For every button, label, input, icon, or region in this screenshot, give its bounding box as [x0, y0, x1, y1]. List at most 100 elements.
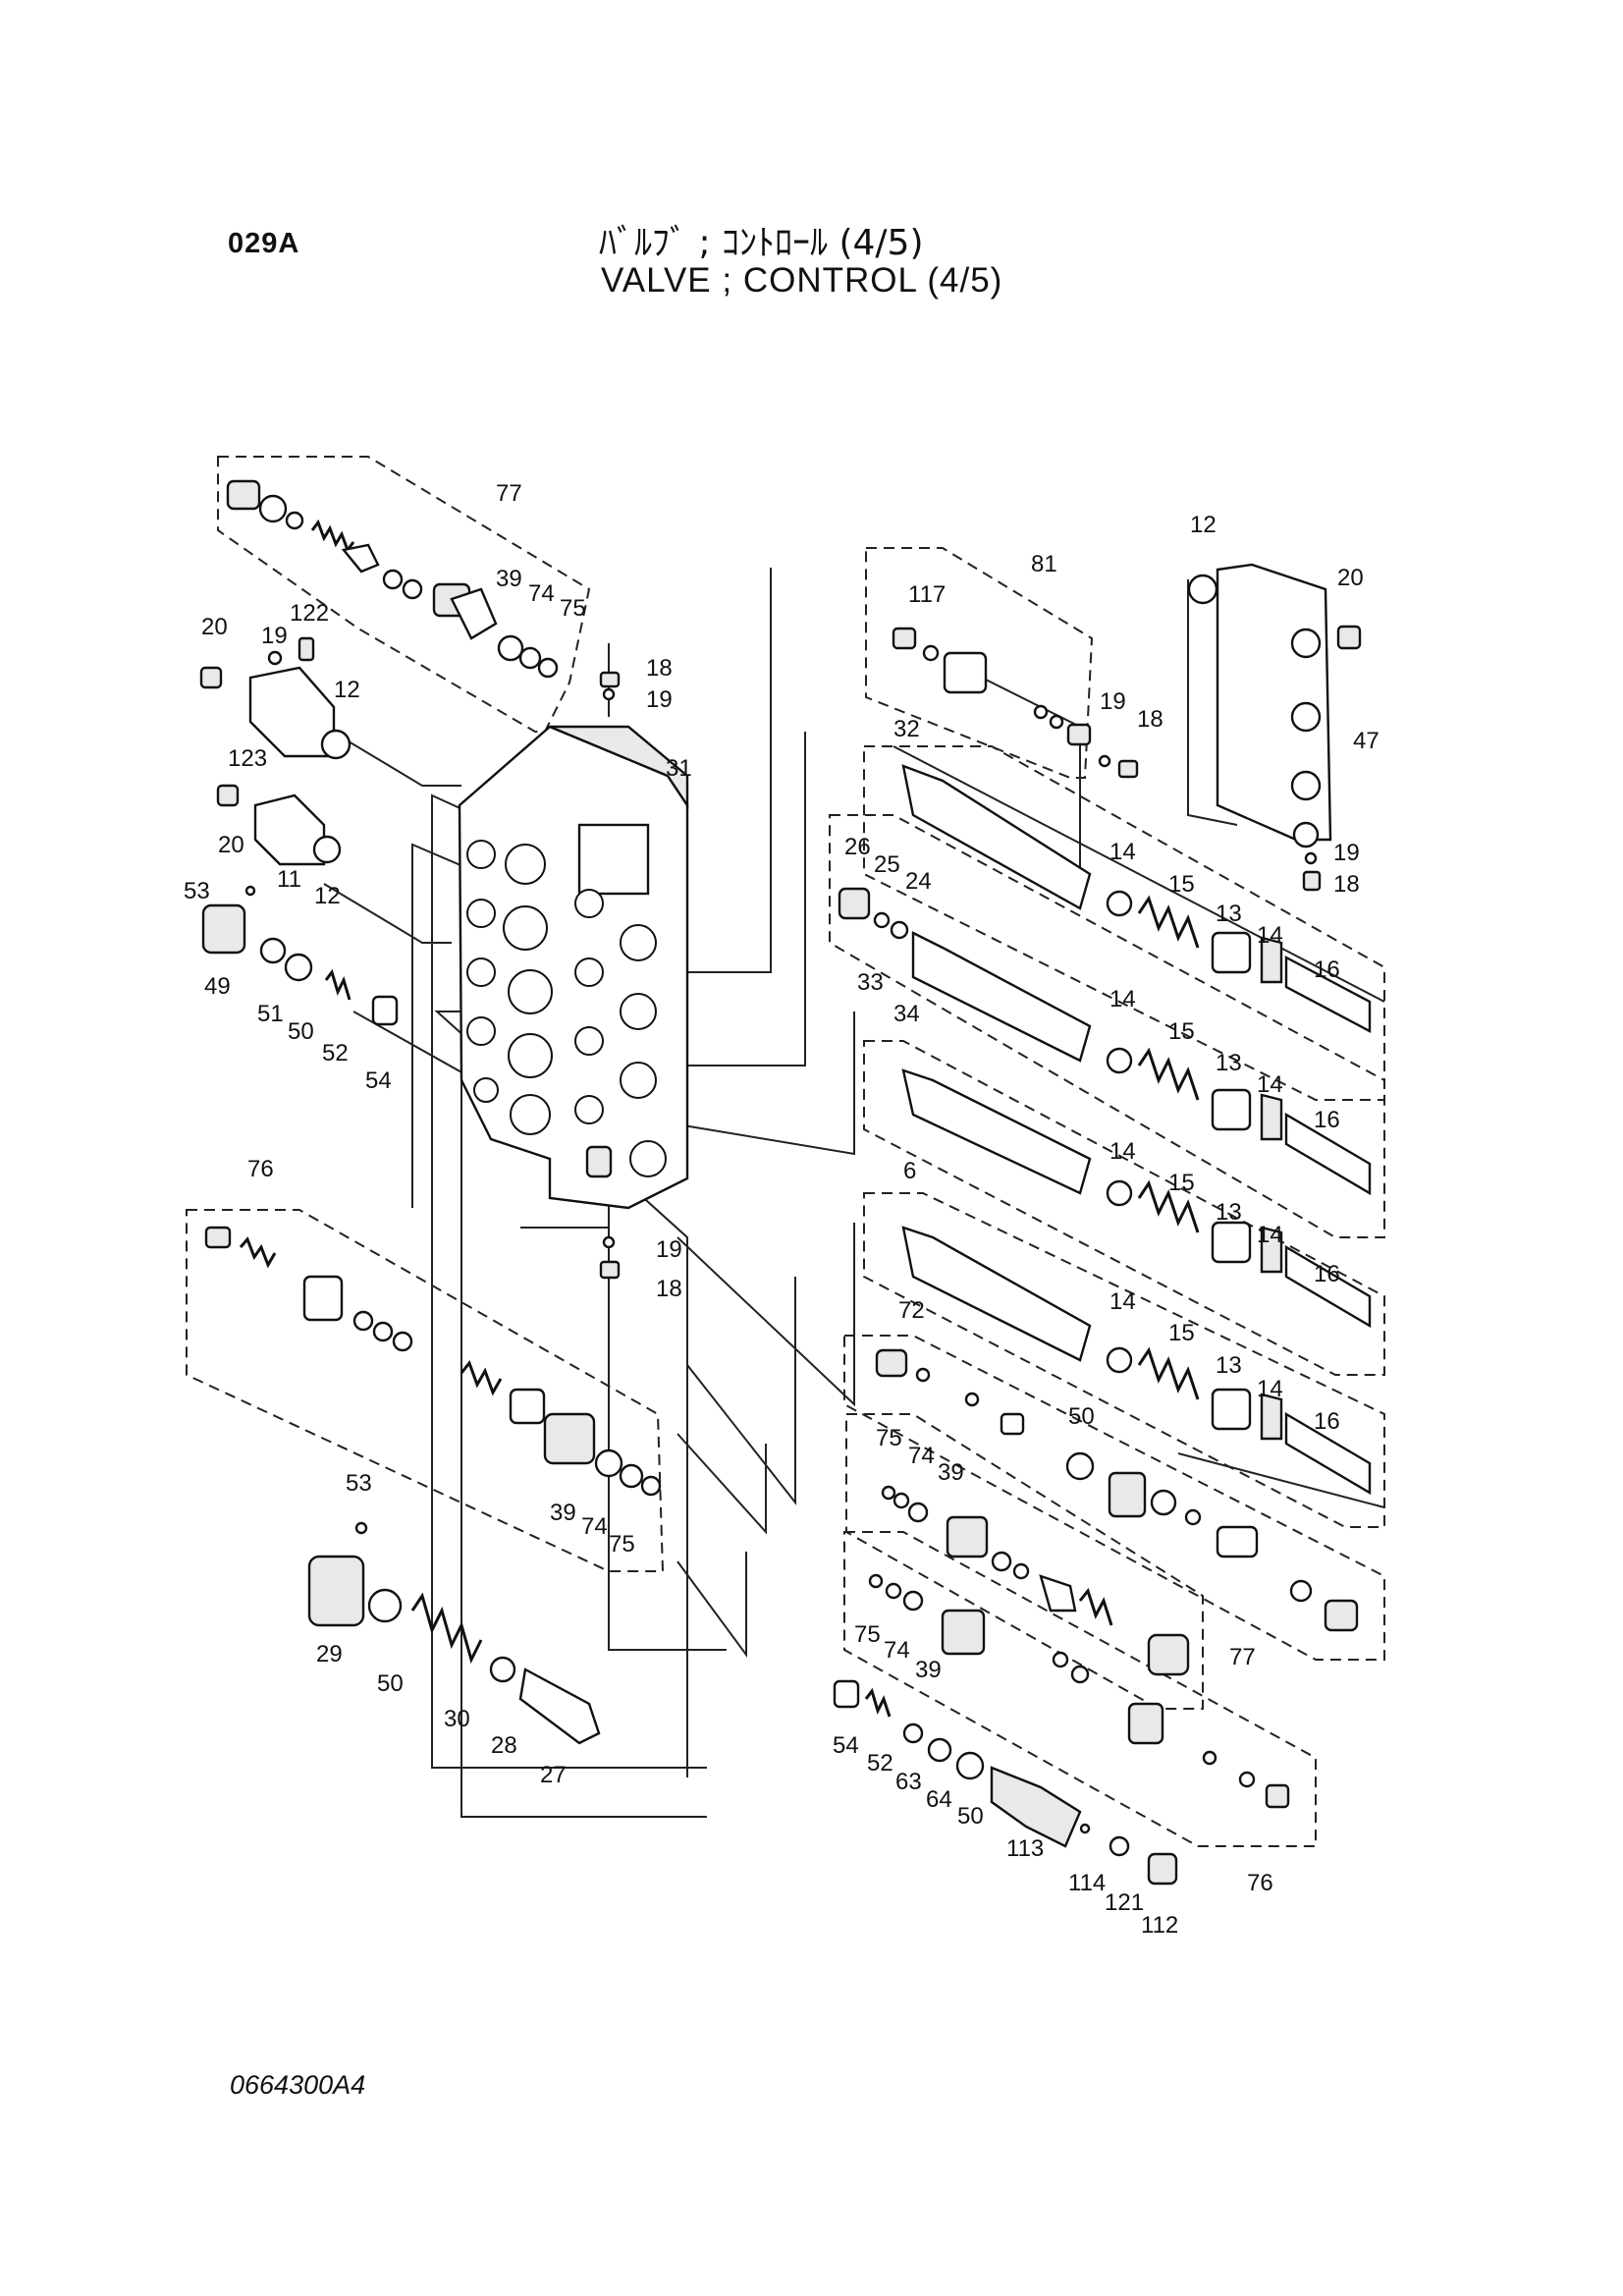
- callout-20-right: 20: [1337, 565, 1364, 591]
- callout-50-left: 50: [288, 1018, 314, 1045]
- callout-20-left-mid: 20: [218, 832, 244, 858]
- o-ring-50d: [955, 1751, 985, 1780]
- callout-64: 64: [926, 1786, 952, 1813]
- spool-row-34: [901, 1068, 1372, 1329]
- callout-15-row3: 15: [1168, 1170, 1195, 1196]
- callout-53-bottom: 53: [346, 1470, 372, 1497]
- ring-51: [259, 937, 287, 964]
- callout-63: 63: [895, 1769, 922, 1795]
- callout-15-row2: 15: [1168, 1018, 1195, 1045]
- group-box-33: [829, 814, 1385, 1238]
- o-ring-12b: [312, 835, 342, 864]
- ring-64: [927, 1737, 952, 1763]
- ring-28: [489, 1656, 516, 1683]
- callout-15-row4: 15: [1168, 1320, 1195, 1346]
- spool-row-33: [838, 887, 1372, 1196]
- group-81-parts: [892, 627, 1092, 746]
- main-valve-body: [458, 725, 689, 1210]
- fitting-left-body: [585, 1145, 613, 1178]
- callout-13-row4: 13: [1216, 1352, 1242, 1379]
- plug-54a: [371, 995, 399, 1026]
- group-box-34: [863, 1040, 1385, 1376]
- callout-113: 113: [1006, 1835, 1044, 1862]
- screw-122: [298, 636, 315, 662]
- callout-49: 49: [204, 973, 231, 1000]
- callout-52-left: 52: [322, 1040, 349, 1066]
- callout-121: 121: [1105, 1889, 1144, 1916]
- plug-18a: [599, 671, 621, 688]
- group-77-bottom-parts: [868, 1485, 1190, 1676]
- callout-14-row1b: 14: [1257, 922, 1283, 949]
- callout-74-top: 74: [528, 580, 555, 607]
- callout-11: 11: [277, 866, 301, 893]
- o-ring-19b: [602, 687, 616, 701]
- callout-76-left: 76: [247, 1156, 274, 1182]
- callout-50-right: 50: [1068, 1403, 1095, 1430]
- bolt-20c: [1336, 625, 1362, 650]
- spool-row-6: [901, 1226, 1372, 1496]
- callout-14-row3b: 14: [1257, 1222, 1283, 1248]
- callout-13-row3: 13: [1216, 1199, 1242, 1226]
- title-japanese: ﾊﾞﾙﾌﾞ ; ｺﾝﾄﾛｰﾙ (4/5): [599, 223, 924, 263]
- document-code: 0664300A4: [230, 2070, 366, 2100]
- callout-117: 117: [908, 581, 946, 608]
- callout-12-left-mid: 12: [314, 883, 341, 909]
- callout-14-row2a: 14: [1109, 986, 1136, 1012]
- callout-81: 81: [1031, 551, 1057, 577]
- callout-19-right: 19: [1333, 840, 1360, 866]
- group-76-bottom-parts: [833, 1651, 1290, 1886]
- callout-6: 6: [903, 1158, 916, 1184]
- callout-75-top: 75: [560, 595, 586, 622]
- callout-77-top: 77: [496, 480, 522, 507]
- callout-30: 30: [444, 1706, 470, 1732]
- callout-13-row1: 13: [1216, 901, 1242, 927]
- callout-16-row1: 16: [1314, 957, 1340, 983]
- callout-32: 32: [893, 716, 920, 742]
- plug-49: [201, 903, 246, 955]
- callout-24: 24: [905, 868, 932, 895]
- callout-14-row2b: 14: [1257, 1071, 1283, 1098]
- callout-19-bottom-mid: 19: [656, 1236, 682, 1263]
- o-ring-19d: [1304, 851, 1318, 865]
- callout-75-bottom: 75: [854, 1621, 881, 1648]
- callout-112: 112: [1141, 1912, 1178, 1939]
- o-ring-19e: [602, 1235, 616, 1249]
- callout-75-left: 75: [609, 1531, 635, 1558]
- callout-16-row3: 16: [1314, 1261, 1340, 1287]
- group-box-6: [863, 1192, 1385, 1528]
- callout-39-bottom: 39: [915, 1657, 942, 1683]
- flange-11: [253, 793, 326, 866]
- callout-54-left: 54: [365, 1067, 392, 1094]
- o-ring-12c: [1187, 574, 1218, 605]
- o-ring-50b: [367, 1588, 403, 1623]
- callout-52-bottom: 52: [867, 1750, 893, 1777]
- callout-122: 122: [290, 600, 329, 627]
- bolt-20b: [216, 784, 240, 807]
- ring-75a: [537, 657, 559, 679]
- o-ring-19c: [1098, 754, 1111, 768]
- callout-20-left: 20: [201, 614, 228, 640]
- page-code: 029A: [228, 228, 300, 259]
- callout-34: 34: [893, 1001, 920, 1027]
- o-ring-50c: [1065, 1451, 1095, 1481]
- spool-row-32: [901, 764, 1372, 1033]
- group-box-81: [865, 547, 1094, 779]
- ring-74b: [619, 1463, 644, 1489]
- plug-18c: [1302, 870, 1322, 892]
- callout-39-top: 39: [496, 566, 522, 592]
- callout-29: 29: [316, 1641, 343, 1667]
- callout-14-row4b: 14: [1257, 1376, 1283, 1402]
- callout-51: 51: [257, 1001, 284, 1027]
- callout-18-right-top: 18: [1137, 706, 1163, 733]
- o-ring-63: [902, 1722, 924, 1744]
- callout-123: 123: [228, 745, 267, 772]
- callout-77-bottom: 77: [1229, 1644, 1256, 1670]
- o-ring-50a: [284, 953, 313, 982]
- group-box-76-left: [186, 1209, 665, 1572]
- piston-27: [518, 1667, 601, 1745]
- callout-72: 72: [898, 1297, 925, 1324]
- plug-113: [990, 1766, 1082, 1848]
- callout-33: 33: [857, 969, 884, 996]
- callout-74-bottom: 74: [884, 1637, 910, 1664]
